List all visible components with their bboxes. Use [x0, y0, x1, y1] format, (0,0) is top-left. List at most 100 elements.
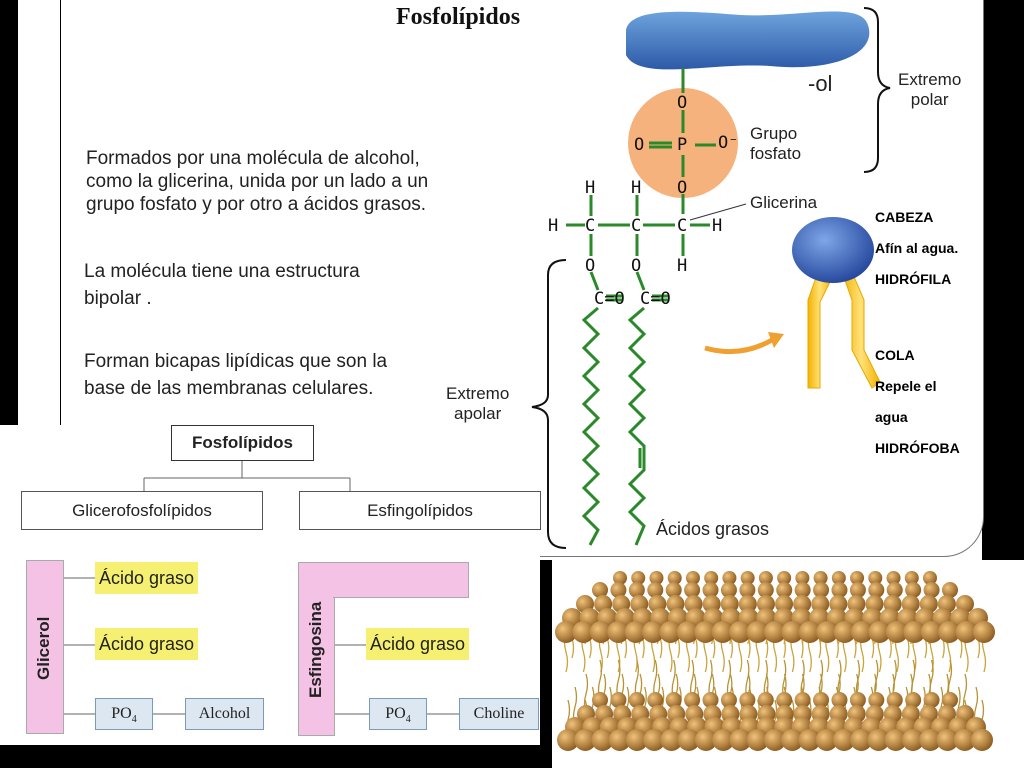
bilayer-head [813, 582, 830, 598]
bilayer-head [886, 571, 901, 585]
bilayer-head [868, 621, 891, 643]
atom-co-2: C=O [640, 289, 671, 309]
glicerina-label: Glicerina [750, 193, 818, 212]
bilayer-head [756, 595, 775, 613]
bilayer-head [813, 571, 828, 585]
atom-o-left: O [634, 135, 645, 155]
bilayer-head [904, 571, 919, 585]
bilayer-head [729, 621, 752, 643]
atom-o-minus: O⁻ [718, 133, 739, 153]
esfingosina-po4-box: PO4 [369, 698, 427, 730]
bilayer-head [942, 692, 958, 708]
esfingosina-arm [333, 562, 469, 598]
atom-h-right: H [712, 216, 723, 236]
bilayer-head [608, 729, 631, 751]
bilayer-head [938, 621, 961, 643]
bilayer-head [886, 692, 903, 708]
atom-h-2: H [631, 178, 642, 198]
bilayer-head [815, 729, 838, 751]
tree-left-box: Glicerofosfolípidos [21, 491, 263, 530]
bilayer-head [942, 582, 958, 598]
cabeza-label: CABEZA [875, 209, 934, 225]
bilayer-head [746, 729, 769, 751]
repele-label: Repele el [875, 378, 937, 394]
tree-root-box: Fosfolípidos [171, 425, 314, 461]
bilayer-head [684, 692, 701, 708]
bilayer-head [849, 582, 866, 598]
bilayer-head [739, 692, 756, 708]
bilayer-head [867, 729, 890, 751]
bilayer-head [757, 582, 774, 598]
bilayer-head [589, 621, 612, 643]
esfingosina-acid: Ácido graso [366, 628, 470, 660]
atom-p: P [677, 135, 688, 155]
bilayer-head [886, 582, 903, 598]
bilayer-head [738, 595, 757, 613]
bilayer-head [920, 621, 943, 643]
bilayer-head [795, 571, 810, 585]
fatty-acid-chain-1 [581, 306, 601, 546]
bilayer-head [793, 595, 812, 613]
bilayer-head [758, 571, 773, 585]
bilayer-head [740, 571, 755, 585]
extremo-polar-brace [863, 7, 891, 173]
bilayer-head [936, 729, 959, 751]
bilayer-head [923, 692, 940, 708]
atom-o-top: O [677, 93, 688, 113]
bilayer-head [850, 571, 865, 585]
bilayer-head [685, 571, 700, 585]
atom-h-1: H [585, 178, 596, 198]
afin-label: Afín al agua. [875, 240, 959, 256]
atom-c-1: C [585, 216, 596, 236]
bilayer-head [676, 621, 699, 643]
ol-label: -ol [808, 71, 833, 96]
bilayer-head [702, 692, 719, 708]
bilayer-head [613, 571, 627, 585]
bilayer-head [833, 621, 856, 643]
acidos-grasos-label: Ácidos grasos [656, 519, 770, 539]
bilayer-head [794, 582, 811, 598]
bilayer-head [775, 595, 794, 613]
bilayer-head [973, 621, 995, 643]
esfingosina-backbone [298, 562, 335, 736]
bilayer-head [794, 692, 811, 708]
atom-c-2: C [631, 216, 642, 236]
schematic-head [792, 217, 874, 283]
bilayer-head [971, 729, 993, 751]
bilayer-head [704, 571, 719, 585]
bilayer-head [660, 729, 683, 751]
agua-label: agua [875, 409, 908, 425]
bilayer-head [905, 582, 922, 598]
bilayer-head [884, 729, 907, 751]
atom-h-bottom: H [677, 256, 688, 276]
atom-o-ester-2: O [631, 256, 642, 276]
bilayer-head [649, 571, 664, 585]
bilayer-head [831, 571, 846, 585]
glicerol-backbone [26, 560, 64, 734]
atom-o-bottom: O [677, 178, 688, 198]
bilayer-head [628, 582, 645, 598]
bilayer-head [572, 621, 595, 643]
bilayer-head [903, 621, 926, 643]
bilayer-head [777, 571, 792, 585]
bilayer-head [953, 729, 976, 751]
bilayer-head [722, 571, 737, 585]
tree-right-box: Esfingolípidos [299, 491, 541, 530]
bilayer-head [868, 582, 885, 598]
glicerol-acid-2: Ácido graso [95, 628, 199, 660]
bilayer-head [712, 729, 735, 751]
bilayer-head [557, 729, 579, 751]
bilayer-head [607, 621, 630, 643]
glicerol-po4-box: PO4 [95, 698, 153, 730]
bilayer-head [695, 729, 717, 751]
alcohol-box: Alcohol [185, 698, 264, 730]
bilayer-head [610, 692, 627, 708]
bilayer-head [923, 571, 937, 585]
bilayer-head [798, 621, 821, 643]
bilayer-head [610, 582, 627, 598]
